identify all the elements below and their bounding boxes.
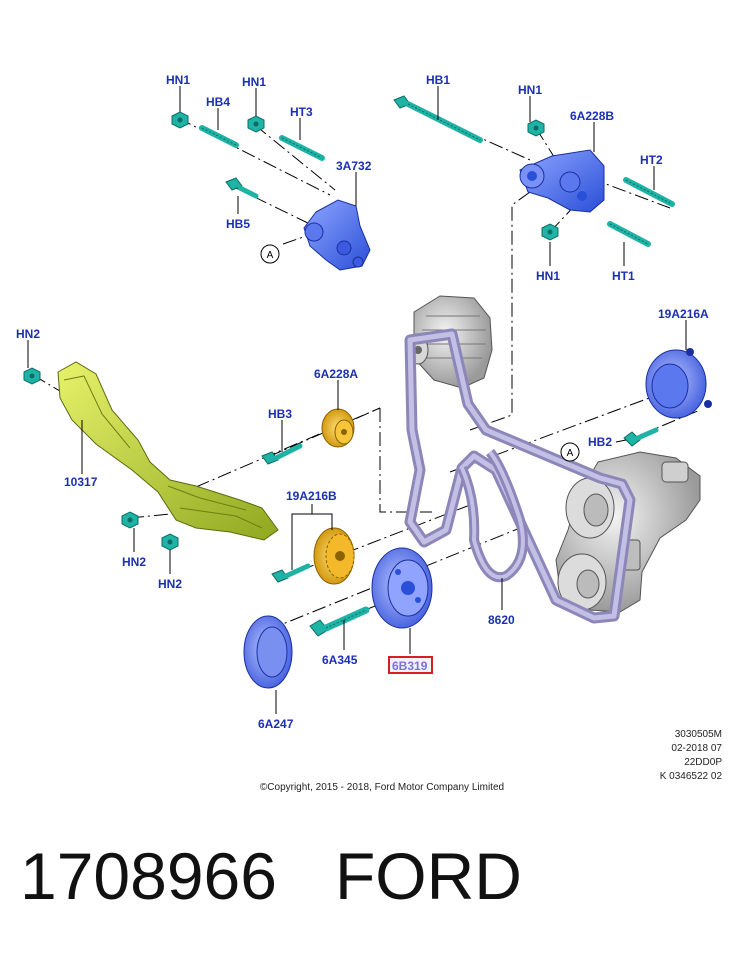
nut-hn2-lower-b (161, 533, 179, 551)
ref-a-top-text: A (267, 250, 274, 261)
label-6a228b: 6A228B (570, 109, 614, 123)
copyright-notice: ©Copyright, 2015 - 2018, Ford Motor Comp… (259, 782, 505, 793)
bracket-3a732 (303, 199, 371, 271)
stud-ht3 (279, 135, 325, 161)
label-hb1: HB1 (426, 73, 450, 87)
bolt-hb3 (261, 443, 303, 465)
nut-hn2-left (23, 367, 41, 385)
stud-ht1 (607, 221, 651, 247)
meta-line-1: 3030505M (674, 729, 722, 740)
label-ht1: HT1 (612, 269, 635, 283)
label-8620: 8620 (488, 613, 515, 627)
bolt-hb5 (225, 177, 259, 199)
stud-ht2 (623, 177, 675, 207)
nut-hn2-lower-a (121, 511, 139, 529)
label-hb3: HB3 (268, 407, 292, 421)
bolt-6a345 (309, 606, 370, 637)
drive-belt-8620 (404, 328, 636, 624)
label-10317: 10317 (64, 475, 98, 489)
brand-name: FORD (334, 839, 522, 913)
part-number: 1708966 (20, 839, 277, 913)
label-hn2-lower-b: HN2 (158, 577, 182, 591)
label-19a216b: 19A216B (286, 489, 337, 503)
callout-labels: HN1 HB4 HN1 HT3 3A732 HB5 HB1 HN1 6A228B… (16, 73, 709, 731)
label-19a216a: 19A216A (658, 307, 709, 321)
label-hn1-mid: HN1 (242, 75, 266, 89)
nut-hn1-mid (247, 115, 265, 133)
pulley-19a216b (313, 527, 355, 585)
label-ht2: HT2 (640, 153, 663, 167)
nut-hn1-top-right (527, 119, 545, 137)
nut-hn1-left (171, 111, 189, 129)
label-6b319: 6B319 (392, 659, 428, 673)
footer-caption: 1708966 FORD (20, 838, 522, 914)
ref-a-right-text: A (567, 448, 574, 459)
highlight-box-6b319 (388, 656, 433, 674)
label-ht3: HT3 (290, 105, 313, 119)
bolt-hb2 (623, 427, 659, 447)
water-pump-19a216a (645, 348, 712, 419)
parts-diagram: A A HN1 HB4 HN1 HT3 3A732 HB5 HB1 HN1 6A… (16, 73, 712, 731)
tensioner-6a228b (519, 149, 605, 213)
meta-line-4: K 0346522 02 (659, 771, 722, 782)
meta-line-3: 22DD0P (684, 757, 722, 768)
nut-hn1-bottom-right (541, 223, 559, 241)
label-6a228a: 6A228A (314, 367, 358, 381)
reference-circle-a-top: A (260, 244, 280, 264)
label-hn1-bottom-right: HN1 (536, 269, 560, 283)
crank-pulley-6b319 (371, 547, 433, 629)
label-hb4: HB4 (206, 95, 230, 109)
label-hn1-top-right: HN1 (518, 83, 542, 97)
label-hn1-left: HN1 (166, 73, 190, 87)
shield-10317 (57, 361, 279, 541)
label-hn2-lower-a: HN2 (122, 555, 146, 569)
bolt-hb4 (199, 125, 239, 148)
meta-line-2: 02-2018 07 (671, 743, 722, 754)
illustration-metadata: 3030505M 02-2018 07 22DD0P K 0346522 02 (602, 728, 722, 784)
bolt-19a216b (271, 563, 311, 583)
label-hn2-left: HN2 (16, 327, 40, 341)
label-6a247: 6A247 (258, 717, 294, 731)
label-hb2: HB2 (588, 435, 612, 449)
label-3a732: 3A732 (336, 159, 372, 173)
idler-pulley-6a228a (321, 408, 355, 448)
label-6a345: 6A345 (322, 653, 358, 667)
cover-6a247 (243, 615, 293, 689)
label-hb5: HB5 (226, 217, 250, 231)
reference-circle-a-right: A (560, 442, 580, 462)
bolt-hb1 (393, 95, 483, 143)
leader-lines (27, 86, 687, 714)
